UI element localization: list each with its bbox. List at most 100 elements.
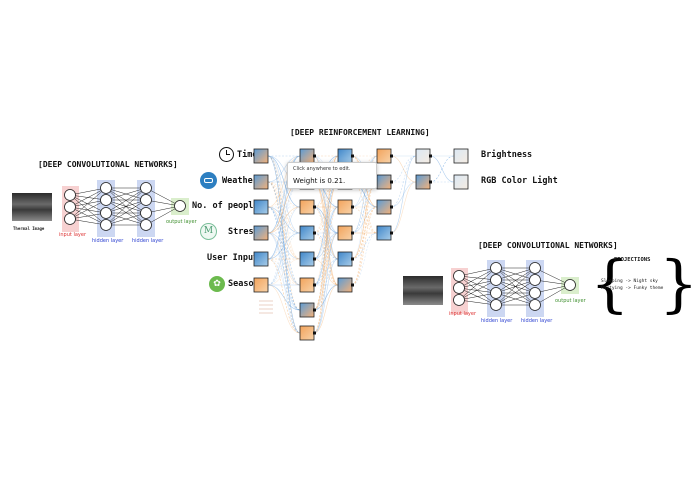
drl-weight-link xyxy=(313,206,339,311)
right-neuron xyxy=(453,282,465,294)
drl-weight-link xyxy=(351,206,378,260)
drl-weight-link xyxy=(267,155,301,260)
drl-weight-link xyxy=(267,155,301,183)
drl-bias-handle xyxy=(351,231,354,235)
right-output-label: output layer xyxy=(555,298,586,304)
drl-weight-link xyxy=(313,284,339,311)
left-edge xyxy=(69,187,107,220)
left-edge xyxy=(69,206,107,214)
drl-bias-handle xyxy=(313,231,316,235)
drl-weight-link xyxy=(313,258,339,286)
tooltip-weight-value: Weight is 0.21. xyxy=(293,177,346,185)
drl-bias-handle xyxy=(351,257,354,261)
right-neuron xyxy=(529,262,541,274)
drl-weight-link xyxy=(390,181,417,234)
right-cnn-title: [DEEP CONVOLUTIONAL NETWORKS] xyxy=(478,241,618,250)
drl-weight-link xyxy=(313,258,339,286)
drl-weight-link xyxy=(267,206,301,260)
left-edge xyxy=(105,199,147,226)
left-cnn-network xyxy=(62,180,189,237)
right-edge xyxy=(458,287,497,294)
projection-line-sleeping: Sleeping -> Night sky xyxy=(601,279,658,284)
drl-bias-handle xyxy=(351,283,354,287)
right-neuron xyxy=(490,274,502,286)
drl-weight-link xyxy=(313,155,339,234)
right-neuron xyxy=(564,279,576,291)
drl-bias-handle xyxy=(390,154,393,158)
drl-weight-link xyxy=(429,155,455,183)
drl-output-brightness: Brightness xyxy=(481,150,533,160)
left-neuron xyxy=(100,219,112,231)
drl-neuron xyxy=(253,199,269,215)
right-brace: } xyxy=(659,247,695,320)
drl-weight-link xyxy=(313,155,339,311)
left-brace: { xyxy=(590,247,630,320)
drl-bias-handle xyxy=(390,180,393,184)
drl-weight-link xyxy=(351,155,378,234)
drl-weight-link xyxy=(267,155,301,234)
drl-weight-link xyxy=(267,258,301,286)
drl-input-time: Time xyxy=(237,150,258,160)
drl-weight-link xyxy=(351,206,378,286)
right-edge xyxy=(458,267,497,277)
drl-weight-link xyxy=(267,155,301,286)
left-neuron xyxy=(64,213,76,225)
right-edge xyxy=(458,275,497,294)
drl-weight-link xyxy=(267,232,301,334)
drl-input-stress: Stress xyxy=(228,227,259,237)
clock-icon xyxy=(219,147,234,162)
drl-bias-handle xyxy=(351,205,354,209)
drl-bias-handle xyxy=(313,257,316,261)
drl-weight-link xyxy=(313,155,339,260)
right-cnn-network xyxy=(451,260,579,317)
right-hidden1-label: hidden layer xyxy=(481,318,513,324)
right-neuron xyxy=(490,287,502,299)
left-edge xyxy=(69,212,107,220)
drl-output-rgb: RGB Color Light xyxy=(481,176,558,186)
right-edge xyxy=(495,292,536,306)
left-neuron xyxy=(100,207,112,219)
season-icon: ✿ xyxy=(209,276,225,292)
drl-bias-handle xyxy=(313,331,316,335)
drl-weight-link xyxy=(267,232,301,260)
drl-bias-handle xyxy=(313,308,316,312)
left-thermal-image xyxy=(12,193,52,221)
drl-weight-link xyxy=(351,232,378,286)
right-neuron xyxy=(529,299,541,311)
right-neuron xyxy=(529,287,541,299)
drl-weight-link xyxy=(267,258,301,286)
left-neuron xyxy=(140,194,152,206)
left-hidden2-label: hidden layer xyxy=(132,238,164,244)
drl-weight-link xyxy=(267,232,301,260)
drl-faded-rows xyxy=(259,300,273,314)
left-edge xyxy=(69,194,107,214)
drl-weight-link xyxy=(267,181,301,311)
drl-input-user-input: User Input xyxy=(207,253,259,263)
drl-input-people: No. of people xyxy=(192,201,259,211)
drl-weight-link xyxy=(313,181,339,234)
drl-weight-link xyxy=(390,155,417,183)
drl-weight-link xyxy=(267,232,301,311)
drl-neuron xyxy=(453,174,469,190)
right-edge xyxy=(495,279,536,306)
weight-tooltip[interactable]: Click anywhere to edit. Weight is 0.21. xyxy=(287,162,377,189)
left-edge xyxy=(69,218,107,226)
drl-title: [DEEP REINFORCEMENT LEARNING] xyxy=(290,128,430,137)
drl-weight-link xyxy=(267,155,301,234)
drl-weight-link xyxy=(390,181,417,208)
drl-bias-handle xyxy=(313,283,316,287)
drl-weight-link xyxy=(267,206,301,260)
drl-weight-link xyxy=(267,284,301,311)
right-neuron xyxy=(490,299,502,311)
drl-neuron xyxy=(253,225,269,241)
drl-weight-link xyxy=(267,284,301,334)
drl-weight-link xyxy=(313,181,339,208)
drl-weight-link xyxy=(267,206,301,234)
right-neuron xyxy=(529,274,541,286)
left-cnn-title: [DEEP CONVOLUTIONAL NETWORKS] xyxy=(38,160,178,169)
right-edge xyxy=(534,267,571,286)
drl-neuron xyxy=(453,148,469,164)
drl-weight-link xyxy=(267,206,301,234)
left-neuron xyxy=(174,200,186,212)
left-edge xyxy=(69,187,107,208)
